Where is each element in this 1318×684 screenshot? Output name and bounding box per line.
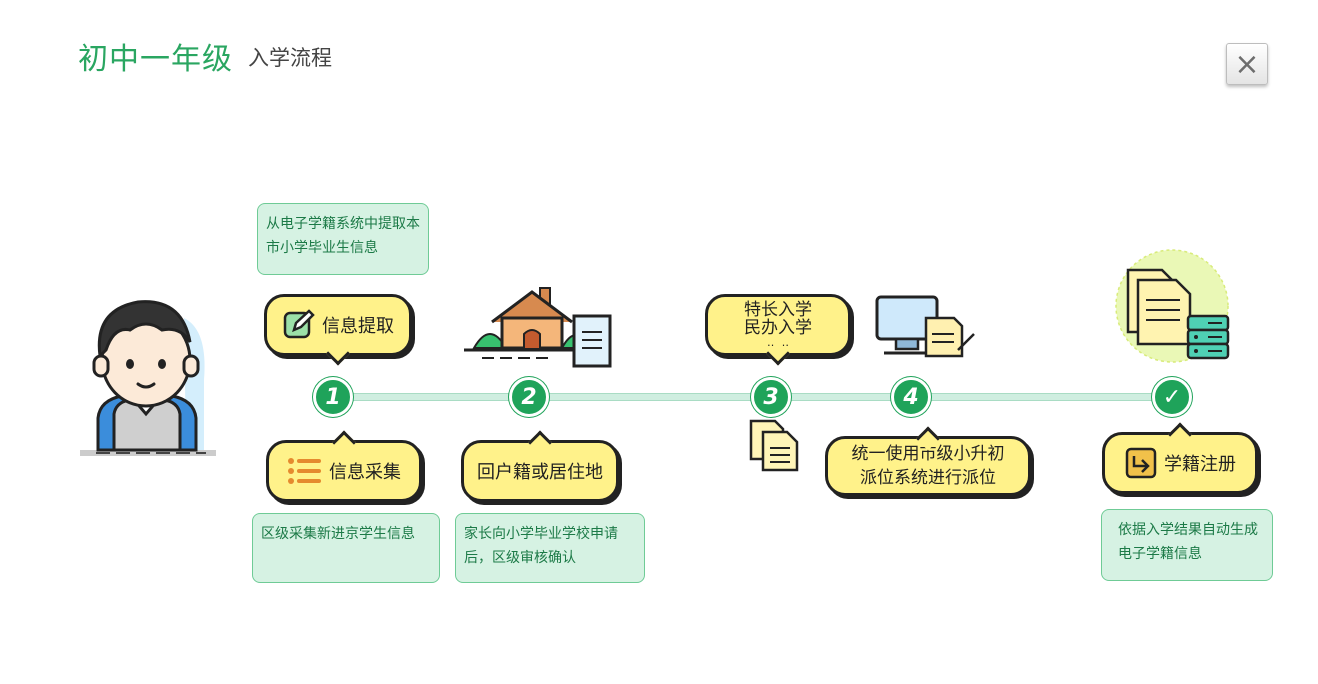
bubble-enrollment-registration: 学籍注册 — [1102, 422, 1258, 494]
page-title: 初中一年级 — [78, 42, 233, 77]
step-node-3: 3 — [751, 377, 791, 417]
step-node-4: 4 — [891, 377, 931, 417]
documents-icon — [749, 419, 799, 472]
bubble-label: 学籍注册 — [1164, 454, 1236, 475]
page-subtitle: 入学流程 — [248, 46, 332, 70]
computer-icon — [875, 295, 975, 358]
bubble-label: 回户籍或居住地 — [477, 462, 603, 483]
bubble-info-collect: 信息采集 — [266, 430, 422, 502]
bubble-label: 信息提取 — [322, 316, 394, 337]
records-server-icon — [1115, 249, 1230, 363]
note-return-household: 家长向小学毕业学校申请后，区级审核确认 — [455, 513, 645, 583]
note-info-collect: 区级采集新进京学生信息 — [252, 513, 440, 583]
inbox-download-icon — [1124, 446, 1158, 480]
house-icon — [464, 287, 612, 368]
note-info-extract: 从电子学籍系统中提取本市小学毕业生信息 — [257, 203, 429, 275]
close-button[interactable]: × — [1226, 43, 1268, 85]
step-node-done: ✓ — [1152, 377, 1192, 417]
student-illustration — [80, 300, 216, 456]
close-icon: × — [1234, 46, 1260, 82]
step-node-2: 2 — [509, 377, 549, 417]
bubble-label-line2: 民办入学 — [744, 318, 812, 338]
bubble-return-household: 回户籍或居住地 — [461, 430, 619, 502]
bubble-special-admission: 特长入学 民办入学 …… — [705, 294, 851, 366]
list-icon — [287, 457, 323, 485]
edit-icon — [282, 308, 316, 342]
bubble-label-line1: 特长入学 — [744, 300, 812, 320]
bubble-lottery-assignment: 统一使用市级小升初 派位系统进行派位 — [825, 426, 1031, 496]
bubble-info-extract: 信息提取 — [264, 294, 412, 366]
note-enrollment-registration: 依据入学结果自动生成电子学籍信息 — [1101, 509, 1273, 581]
step-node-1: 1 — [313, 377, 353, 417]
bubble-label-line2: 派位系统进行派位 — [860, 468, 996, 488]
bubble-label: 信息采集 — [329, 462, 401, 483]
bubble-label-line1: 统一使用市级小升初 — [851, 444, 1005, 464]
